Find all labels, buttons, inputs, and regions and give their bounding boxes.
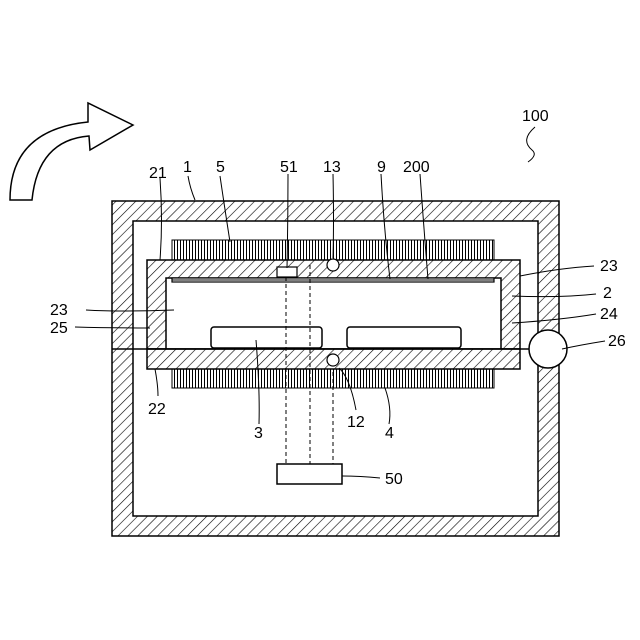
sensor-51 <box>277 267 297 277</box>
label-23-left: 23 <box>50 302 68 319</box>
label-25: 25 <box>50 320 68 337</box>
label-51: 51 <box>280 159 298 176</box>
label-24: 24 <box>600 306 618 323</box>
bottom-heater <box>172 369 494 388</box>
label-2: 2 <box>603 285 612 302</box>
detector-50 <box>277 464 342 484</box>
label-1: 1 <box>183 159 192 176</box>
label-21: 21 <box>149 165 167 182</box>
label-4: 4 <box>385 425 394 442</box>
hole-13 <box>327 259 339 271</box>
hole-12 <box>327 354 339 366</box>
substrate-left <box>211 327 322 348</box>
rotation-arrow-icon <box>10 103 133 200</box>
label-5: 5 <box>216 159 225 176</box>
label-13: 13 <box>323 159 341 176</box>
label-200: 200 <box>403 159 430 176</box>
bearing-26 <box>529 330 567 368</box>
label-50: 50 <box>385 471 403 488</box>
label-23-right: 23 <box>600 258 618 275</box>
label-26: 26 <box>608 333 626 350</box>
label-12: 12 <box>347 414 365 431</box>
label-9: 9 <box>377 159 386 176</box>
substrate-right <box>347 327 461 348</box>
label-3: 3 <box>254 425 263 442</box>
label-22: 22 <box>148 401 166 418</box>
label-100: 100 <box>522 108 549 125</box>
chamber-upper <box>147 260 520 349</box>
